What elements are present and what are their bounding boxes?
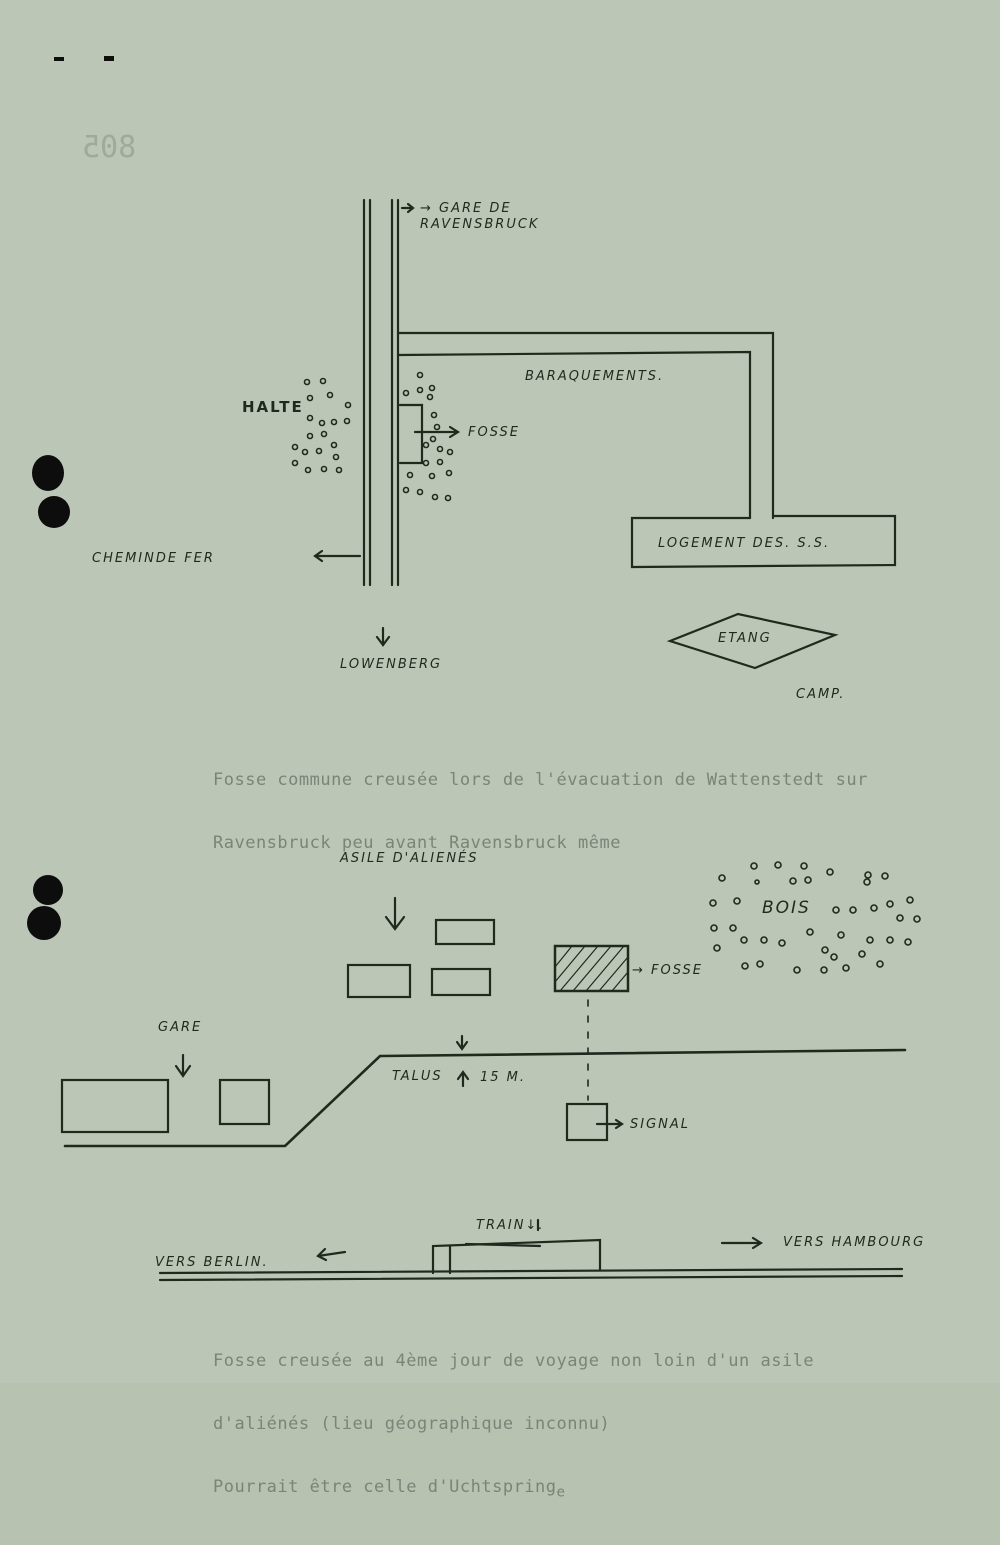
caption-line: Fosse creusée au 4ème jour de voyage non… [213,1351,815,1371]
registration-mark [104,56,114,61]
caption-bottom-map: Fosse creusée au 4ème jour de voyage non… [213,1309,814,1545]
label-talus: TALUS [392,1069,443,1084]
gare-buildings [60,1053,271,1134]
punch-hole [32,455,64,491]
caption-line: Fosse commune creusée lors de l'évacuati… [213,770,868,790]
punch-hole [33,875,63,905]
label-vers-berlin: VERS BERLIN. [155,1255,269,1270]
fosse-hatched [553,944,630,1101]
label-etang: ETANG [718,631,772,646]
label-baraquements: BARAQUEMENTS. [525,369,664,384]
label-camp: CAMP. [796,687,845,702]
label-vers-hambourg: VERS HAMBOURG [783,1235,925,1250]
document-page: 805 [27,56,925,1501]
label-asile-alienes: ASILE D'ALIENÉS [339,850,479,866]
caption-line: Ravensbruck peu avant Ravensbruck même [213,833,621,853]
label-halte: HALTE [242,398,304,416]
punch-hole [27,906,61,940]
hand-drawn-maps: → GARE DE RAVENSBRUCK BARAQUEMENTS. HALT… [60,198,925,1282]
signal-box [565,1102,624,1142]
railway-track-vertical [362,198,400,587]
label-chemin-de-fer: CHEMINDE FER [92,551,215,566]
label-lowenberg: LOWENBERG [340,657,442,672]
label-fosse-bottom: → FOSSE [632,963,703,978]
label-gare-ravensbruck-1: → GARE DE [420,201,512,216]
label-gare-ravensbruck-2: RAVENSBRUCK [420,217,539,232]
label-talus-height: 15 M. [480,1070,526,1085]
caption-text: Pourrait être celle d'Uchtspring [213,1477,557,1497]
talus-embankment [63,1034,907,1148]
caption-line: Pourrait être celle d'Uchtspringe [213,1477,814,1503]
punch-hole [38,496,70,528]
label-bois: BOIS [762,898,811,918]
registration-mark [54,57,64,61]
train-track [158,1218,904,1282]
arrow-icon [313,202,415,647]
fosse-rectangle [398,403,461,465]
label-train: TRAIN↓. [476,1218,544,1233]
camp-road [396,331,897,569]
label-gare: GARE [158,1020,202,1035]
asile-buildings [346,896,496,999]
label-signal: SIGNAL [630,1117,690,1132]
label-fosse-top: FOSSE [468,425,520,440]
trees-cluster [291,371,921,974]
label-logement-ss: LOGEMENT DES. S.S. [658,536,830,551]
caption-top-map: Fosse commune creusée lors de l'évacuati… [213,728,868,896]
caption-subscript: e [556,1484,566,1501]
etang-pond [666,612,839,670]
caption-line: d'aliénés (lieu géographique inconnu) [213,1414,611,1434]
